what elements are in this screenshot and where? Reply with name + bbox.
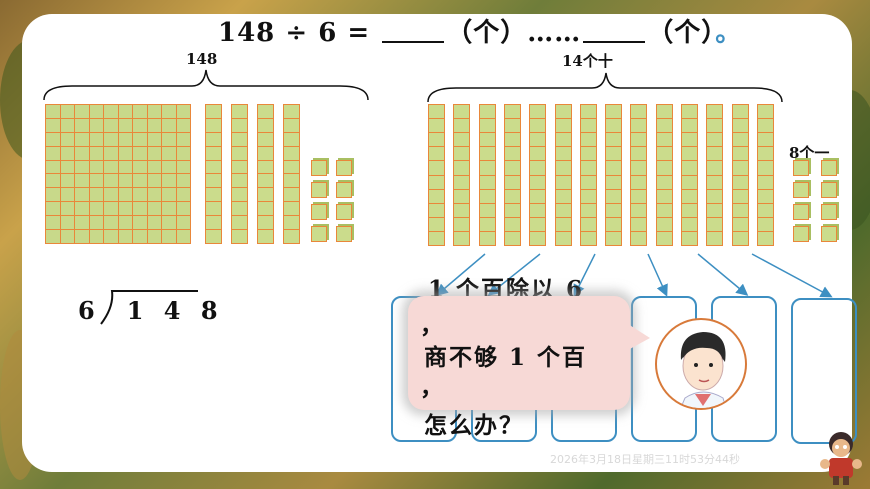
remainder-blank[interactable] [583, 41, 646, 43]
unit-cube [336, 204, 352, 220]
answer-box-6[interactable] [791, 298, 857, 444]
bubble-comma-1: ， [420, 312, 445, 339]
unit-cube [821, 204, 837, 220]
mascot-character-icon [820, 432, 862, 485]
ten-rod [681, 104, 698, 246]
ten-rod [428, 104, 445, 246]
eq-divide-sign: ÷ [285, 18, 309, 48]
eq-unit2: （个） [647, 18, 716, 48]
unit-cube [336, 226, 352, 242]
unit-cube [336, 182, 352, 198]
right-brace-label: 14个十 [562, 52, 613, 70]
ten-rod [205, 104, 222, 244]
unit-cube [821, 226, 837, 242]
unit-cube [793, 226, 809, 242]
hundred-block [45, 104, 191, 244]
eq-dividend: 148 [218, 18, 276, 48]
unit-cube [336, 160, 352, 176]
long-division: 6 1 4 8 [78, 296, 224, 325]
right-brace [427, 72, 783, 103]
unit-cube [793, 204, 809, 220]
speech-bubble-tail [628, 324, 650, 350]
ten-rod [478, 104, 496, 246]
ten-rod [706, 104, 724, 246]
eq-equals: = [347, 18, 371, 48]
timestamp: 2026年3月18日星期三11时53分44秒 [550, 453, 740, 466]
eq-dots: …… [527, 18, 582, 48]
ten-rod [257, 104, 274, 244]
ten-rod [731, 104, 749, 246]
ten-rod [554, 104, 572, 246]
eq-unit1: （个） [446, 18, 528, 48]
unit-cube [821, 182, 837, 198]
bubble-line-3: 怎么办？ [424, 412, 524, 439]
ten-rod [579, 104, 597, 246]
long-division-bracket [100, 290, 198, 325]
ten-rod [655, 104, 673, 246]
left-brace-label: 148 [186, 50, 218, 68]
eq-divisor: 6 [318, 18, 338, 48]
unit-cube [793, 182, 809, 198]
ten-rod [503, 104, 521, 246]
ones-label: 8个一 [789, 144, 830, 162]
ten-rod [529, 104, 547, 246]
speech-bubble [408, 296, 630, 410]
unit-cube [311, 182, 327, 198]
left-brace [43, 69, 369, 101]
eq-period: 。 [715, 18, 743, 48]
ten-rod [231, 104, 248, 244]
bubble-comma-2: ， [420, 374, 445, 401]
boy-avatar [655, 318, 747, 410]
long-division-divisor: 6 [78, 296, 101, 325]
distribution-arrows [435, 253, 833, 298]
quotient-blank[interactable] [382, 41, 445, 43]
ten-rod [283, 104, 300, 244]
unit-cube [793, 160, 809, 176]
ten-rod [630, 104, 648, 246]
bubble-line-2: 商不够 1 个百 [424, 344, 588, 371]
ten-rod [605, 104, 623, 246]
division-equation: 148 ÷ 6 = （个）……（个）。 [218, 12, 742, 49]
unit-cube [821, 160, 837, 176]
ten-rod [756, 104, 774, 246]
ten-rod [453, 104, 471, 246]
unit-cube [311, 226, 327, 242]
long-division-dividend: 1 4 8 [126, 296, 224, 325]
unit-cube [311, 160, 327, 176]
unit-cube [311, 204, 327, 220]
